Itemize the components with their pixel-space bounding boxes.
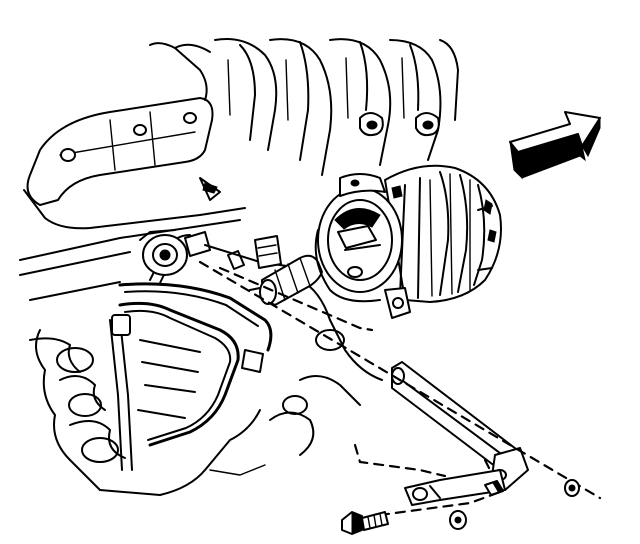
bolt-icon (341, 511, 389, 535)
washer-icon (449, 510, 467, 530)
washer-icon (564, 479, 580, 497)
engine-block (19, 219, 383, 496)
nut-icon (484, 480, 504, 496)
fuel-lines (109, 234, 273, 471)
direction-arrow-icon (509, 111, 601, 180)
manifold-flange (23, 97, 246, 230)
alternator-bracket (391, 361, 529, 506)
throttle-fittings (139, 229, 301, 276)
alternator (314, 164, 502, 319)
assembly-lines (198, 260, 602, 517)
intake-manifold (149, 38, 459, 176)
